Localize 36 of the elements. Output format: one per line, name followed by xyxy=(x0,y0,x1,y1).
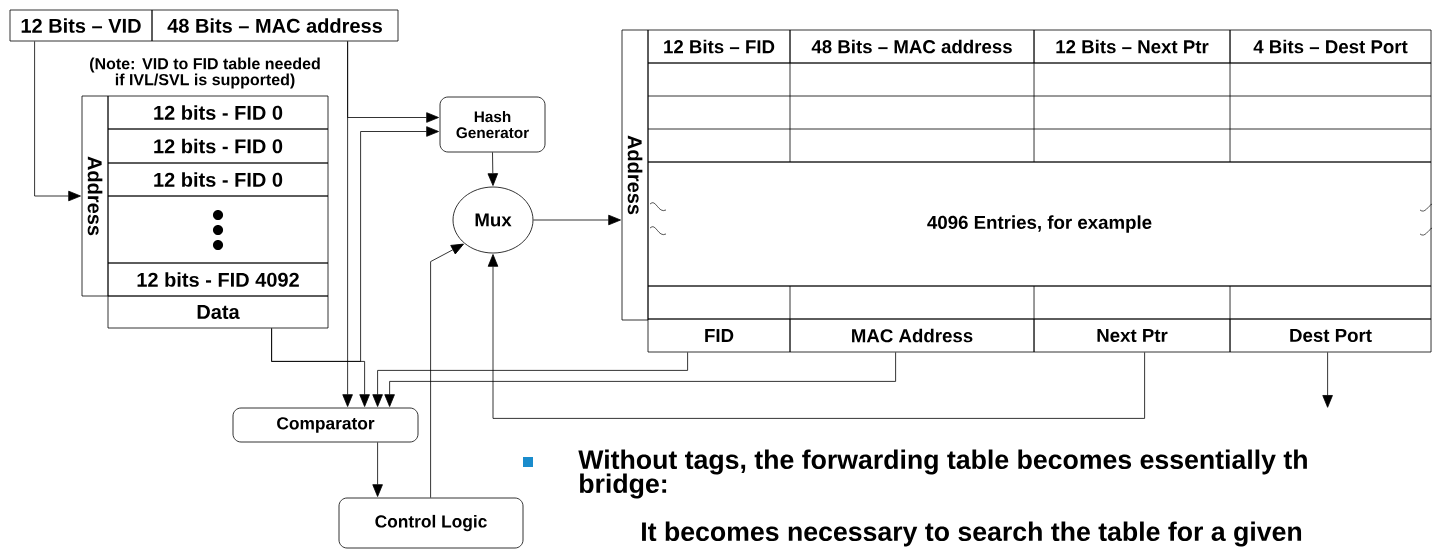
header-cell: 12 Bits – Next Ptr xyxy=(1033,29,1231,64)
arrow xyxy=(430,243,464,498)
process-box: Hash Generator xyxy=(439,96,546,153)
header-cell: 12 Bits – FID xyxy=(647,29,791,64)
table-row xyxy=(107,195,329,264)
process-box: Comparator xyxy=(232,407,419,443)
bullet-text: It becomes necessary to search the table for a given xyxy=(642,521,1302,547)
arrow xyxy=(342,41,353,407)
table-body: 4096 Entries, for example xyxy=(647,161,1432,287)
table-row: 12 bits - FID 4092 xyxy=(107,262,329,297)
arrow xyxy=(533,214,621,226)
arrow xyxy=(372,352,688,407)
table-row: Data xyxy=(107,295,329,329)
arrow xyxy=(372,442,383,497)
arrow xyxy=(34,41,81,202)
field-cell: 12 Bits – VID xyxy=(9,9,153,42)
address-column: Address xyxy=(81,95,109,297)
field-cell: 48 Bits – MAC address xyxy=(151,9,399,42)
arrow xyxy=(384,352,896,407)
column-label-cell: MAC Address xyxy=(789,318,1035,353)
table-row: 12 bits - FID 0 xyxy=(107,95,329,130)
address-column: Address xyxy=(621,29,649,321)
column-label-cell: FID xyxy=(647,318,791,353)
table-row: 12 bits - FID 0 xyxy=(107,162,329,197)
column-label-cell: Dest Port xyxy=(1229,318,1432,353)
bullet-text: bridge: xyxy=(580,473,667,499)
table-row: 12 bits - FID 0 xyxy=(107,128,329,164)
arrow xyxy=(487,254,1145,419)
arrow xyxy=(271,328,370,407)
header-cell: 48 Bits – MAC address xyxy=(789,29,1035,64)
note-text: (Note: VID to FID table needed if IVL/SVL is supported) xyxy=(90,57,320,89)
process-box: Control Logic xyxy=(338,497,524,549)
column-label-cell: Next Ptr xyxy=(1033,318,1231,353)
arrow xyxy=(1322,352,1333,408)
header-cell: 4 Bits – Dest Port xyxy=(1229,29,1432,64)
arrow xyxy=(487,152,499,186)
